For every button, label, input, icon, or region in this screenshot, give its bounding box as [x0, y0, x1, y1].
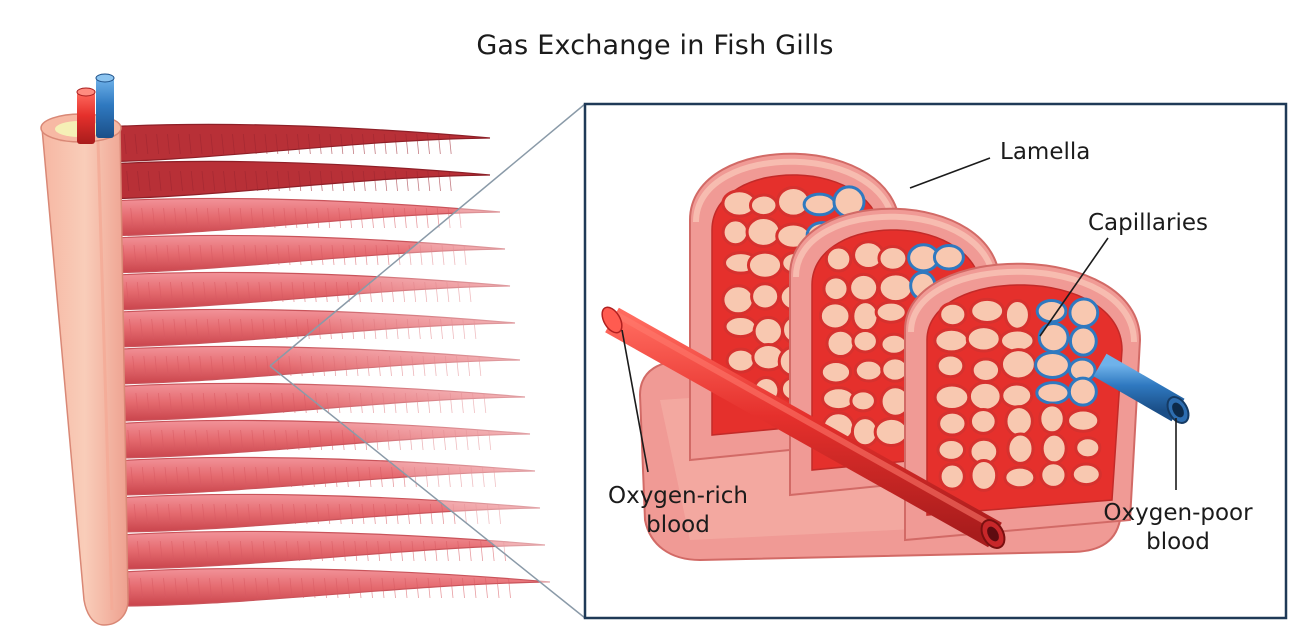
capillaries-leader — [1039, 237, 1109, 337]
diagram-title: Gas Exchange in Fish Gills — [476, 30, 834, 61]
lamella-leader — [909, 157, 991, 189]
label-oxygen-rich-blood: Oxygen-rich blood — [596, 482, 760, 540]
label-capillaries: Capillaries — [1088, 210, 1208, 236]
oxygen-rich-leader — [621, 329, 649, 473]
gill-filament — [92, 530, 546, 570]
afferent-vessel-red — [601, 306, 1006, 549]
lamella-inset — [583, 102, 1288, 620]
label-oxygen-poor-blood: Oxygen-poor blood — [1092, 499, 1264, 557]
label-lamella: Lamella — [1000, 139, 1091, 165]
efferent-vessel-blue — [1093, 353, 1190, 424]
gill-filament — [95, 567, 551, 607]
zoom-connector — [269, 103, 586, 619]
arch-blood-vessels — [76, 73, 115, 144]
label-oxygen-poor-line2: blood — [1146, 529, 1210, 555]
leader-lines — [621, 157, 1177, 490]
lamellae — [689, 152, 1142, 542]
gill-filament — [89, 493, 541, 533]
label-oxygen-rich-line1: Oxygen-rich — [607, 483, 749, 509]
gill-filament — [59, 123, 491, 163]
lamella-plate — [904, 262, 1142, 542]
gill-filament — [62, 160, 491, 200]
label-oxygen-rich-line2: blood — [646, 512, 710, 538]
label-oxygen-poor-line1: Oxygen-poor — [1103, 500, 1253, 526]
gill-arch-body — [41, 127, 129, 626]
